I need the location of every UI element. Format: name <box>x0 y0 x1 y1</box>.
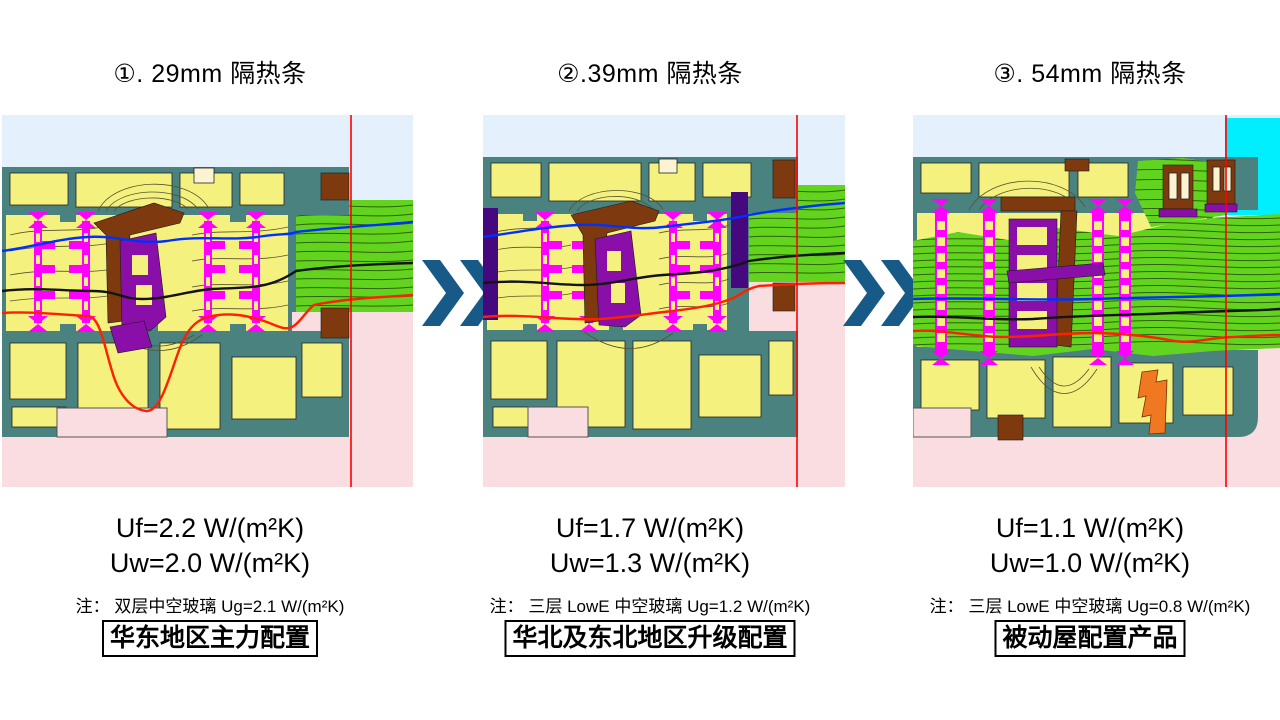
isotherm-black <box>2 261 414 301</box>
isotherm-blue <box>483 201 845 239</box>
glazing-note: 注： 三层 LowE 中空玻璃 Ug=0.8 W/(m²K) <box>929 597 1251 616</box>
panel-title: ③. 54mm 隔热条 <box>993 60 1187 88</box>
panel-title: ①. 29mm 隔热条 <box>113 60 307 88</box>
isotherm-red <box>2 293 414 413</box>
uf-value: Uf=1.1 W/(m²K) <box>995 513 1185 543</box>
isotherm-blue <box>2 220 414 253</box>
panel-title: ②.39mm 隔热条 <box>557 60 743 88</box>
isotherm-black <box>483 251 845 287</box>
hardware <box>997 159 1238 441</box>
glazing-note: 注： 双层中空玻璃 Ug=2.1 W/(m²K) <box>75 597 345 616</box>
region-config-label: 华东地区主力配置 <box>101 620 319 658</box>
hardware <box>93 202 185 354</box>
panel-29mm: ①. 29mm 隔热条 <box>0 0 420 720</box>
isotherm-black <box>913 307 1280 321</box>
panel-54mm: ③. 54mm 隔热条 <box>880 0 1280 720</box>
uf-value: Uf=2.2 W/(m²K) <box>115 513 305 543</box>
panel-39mm: ②.39mm 隔热条 <box>440 0 860 720</box>
region-config-label: 华北及东北地区升级配置 <box>504 620 796 658</box>
gasket-orange <box>1137 369 1168 435</box>
uw-value: Uw=1.0 W/(m²K) <box>989 548 1191 578</box>
region-config-label: 被动屋配置产品 <box>994 620 1186 658</box>
isotherm-blue <box>913 292 1280 301</box>
isotherm-red <box>483 281 845 321</box>
isotherm-red <box>913 329 1280 343</box>
thermal-section-diagram-39mm <box>483 115 845 487</box>
hardware <box>570 200 660 328</box>
thermal-section-diagram-54mm <box>913 115 1280 487</box>
thermal-section-diagram-29mm <box>2 115 414 487</box>
glazing-unit <box>295 200 414 312</box>
uw-value: Uw=2.0 W/(m²K) <box>109 548 311 578</box>
uf-value: Uf=1.7 W/(m²K) <box>555 513 745 543</box>
glazing-note: 注： 三层 LowE 中空玻璃 Ug=1.2 W/(m²K) <box>489 597 811 616</box>
uw-value: Uw=1.3 W/(m²K) <box>549 548 751 578</box>
